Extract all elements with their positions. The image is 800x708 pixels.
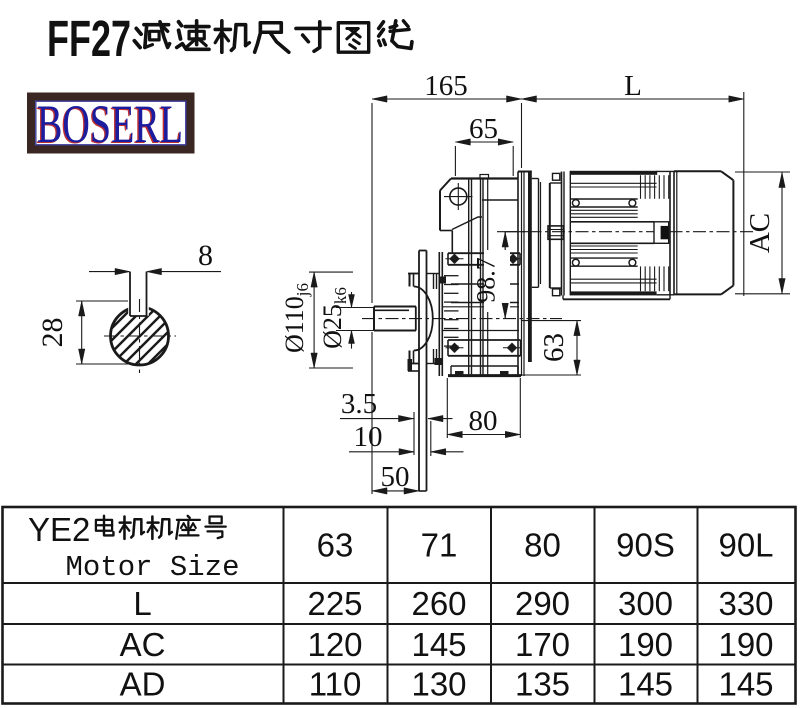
svg-text:145: 145	[718, 666, 773, 703]
svg-text:50: 50	[381, 461, 410, 493]
svg-text:135: 135	[515, 666, 570, 703]
svg-text:YE2: YE2	[28, 511, 90, 548]
svg-text:130: 130	[411, 666, 466, 703]
svg-text:170: 170	[515, 626, 570, 663]
svg-text:145: 145	[411, 626, 466, 663]
svg-text:120: 120	[307, 626, 362, 663]
svg-text:3.5: 3.5	[341, 388, 377, 420]
svg-text:63: 63	[317, 527, 354, 564]
svg-text:300: 300	[618, 585, 673, 622]
svg-text:L: L	[133, 585, 151, 622]
svg-text:98.7: 98.7	[472, 257, 501, 303]
svg-text:225: 225	[307, 585, 362, 622]
svg-text:Ø25k6: Ø25k6	[318, 287, 350, 349]
svg-text:28: 28	[36, 318, 69, 348]
svg-text:8: 8	[198, 239, 213, 272]
svg-text:90S: 90S	[616, 527, 675, 564]
svg-text:BOSERL: BOSERL	[37, 94, 183, 154]
svg-text:80: 80	[469, 405, 498, 437]
svg-text:80: 80	[524, 527, 561, 564]
svg-text:190: 190	[718, 626, 773, 663]
svg-text:165: 165	[424, 70, 468, 102]
svg-text:AC: AC	[120, 626, 166, 663]
svg-text:190: 190	[618, 626, 673, 663]
svg-text:FF27: FF27	[47, 10, 131, 67]
svg-text:63: 63	[538, 333, 570, 362]
svg-text:110: 110	[309, 666, 362, 703]
svg-text:10: 10	[354, 421, 383, 453]
svg-text:145: 145	[618, 666, 673, 703]
svg-text:L: L	[624, 70, 642, 102]
svg-text:AD: AD	[120, 666, 166, 703]
svg-text:260: 260	[411, 585, 466, 622]
svg-text:330: 330	[718, 585, 773, 622]
svg-text:290: 290	[515, 585, 570, 622]
svg-text:71: 71	[421, 527, 458, 564]
svg-text:AC: AC	[744, 213, 776, 253]
svg-text:65: 65	[469, 113, 498, 145]
svg-text:Motor Size: Motor Size	[65, 551, 239, 584]
svg-text:BOSERL: BOSERL	[36, 95, 182, 155]
svg-text:90L: 90L	[718, 527, 773, 564]
